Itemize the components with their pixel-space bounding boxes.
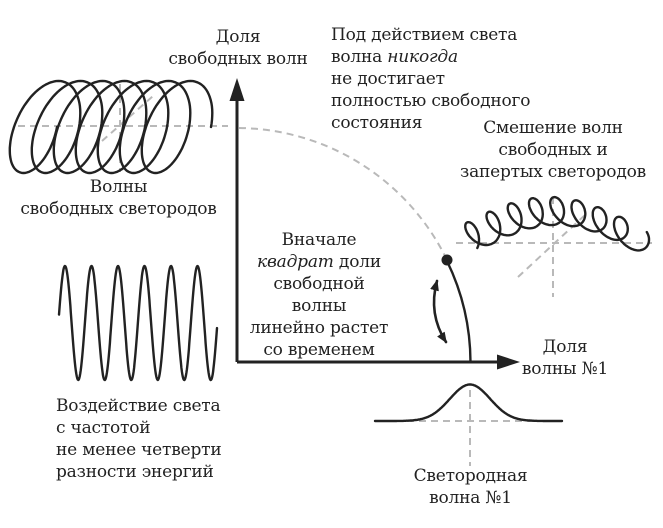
note-line: не достигает xyxy=(331,69,445,89)
light-action-label: Воздействие света с частотой не менее че… xyxy=(56,396,222,482)
note-line: состояния xyxy=(331,113,423,133)
note-italic-word: никогда xyxy=(387,47,458,67)
x-axis-label: Доля волны №1 xyxy=(521,337,609,379)
note-line: со временем xyxy=(263,340,375,360)
note-line: полностью свободного xyxy=(331,91,531,111)
note-line: Под действием света xyxy=(331,25,518,45)
note-line: линейно растет xyxy=(249,318,389,338)
y-axis-arrowhead xyxy=(229,78,245,101)
note-line: Вначале xyxy=(281,230,357,250)
oscillation-double-arrow xyxy=(430,279,448,344)
note-line: волна xyxy=(331,47,388,67)
y-axis-label: Доля свободных волн xyxy=(168,27,308,69)
x-axis-arrowhead xyxy=(497,354,520,370)
mixed-waves-coil-drawing xyxy=(464,195,651,252)
note-line: свободной волны xyxy=(273,274,365,316)
trajectory-curve xyxy=(445,259,472,364)
free-waves-coil-drawing xyxy=(8,79,214,175)
free-waves-label: Волны свободных светородов xyxy=(20,177,217,219)
note-italic-word: квадрат xyxy=(257,252,334,272)
state-dot xyxy=(441,254,453,266)
wave-packet-curve-drawing xyxy=(373,383,564,423)
note-line: доли xyxy=(333,252,381,272)
light-sine-wave-drawing xyxy=(57,264,219,382)
ink-drawings xyxy=(8,78,651,423)
wave1-label: Светородная волна №1 xyxy=(413,466,528,508)
mixing-waves-label: Смешение волн свободных и запертых свето… xyxy=(460,118,646,182)
